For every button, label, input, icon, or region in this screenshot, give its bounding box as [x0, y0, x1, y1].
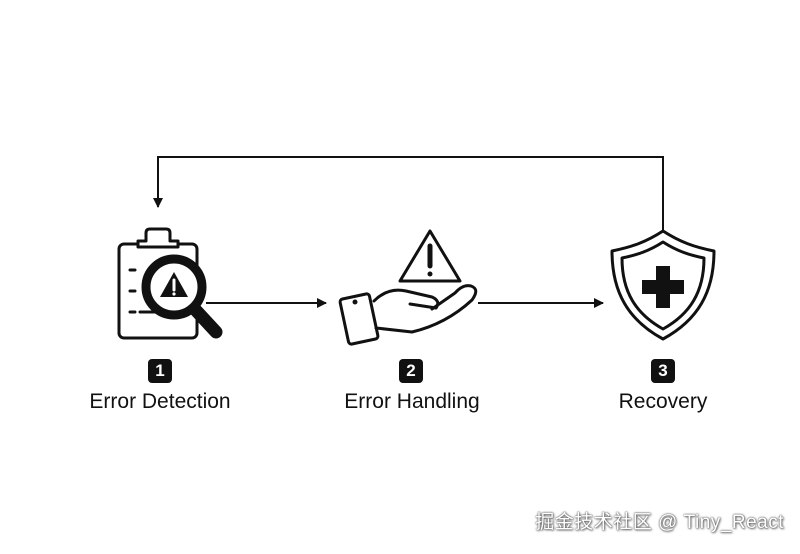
step-label-recovery: Recovery [618, 390, 708, 413]
step-number-badge: 1 [148, 359, 172, 383]
watermark: 掘金技术社区 @ Tiny_React [535, 512, 784, 533]
step-label-error-detection: Error Detection [89, 390, 231, 413]
step-number-badge: 2 [399, 359, 423, 383]
clipboard-magnifier-warning-icon [117, 227, 223, 340]
step-label-error-handling: Error Handling [344, 390, 480, 413]
feedback-loop-arrow [153, 156, 664, 230]
hand-holding-warning-icon [338, 229, 478, 346]
step-number-badge: 3 [651, 359, 675, 383]
shield-cross-icon [610, 229, 716, 341]
